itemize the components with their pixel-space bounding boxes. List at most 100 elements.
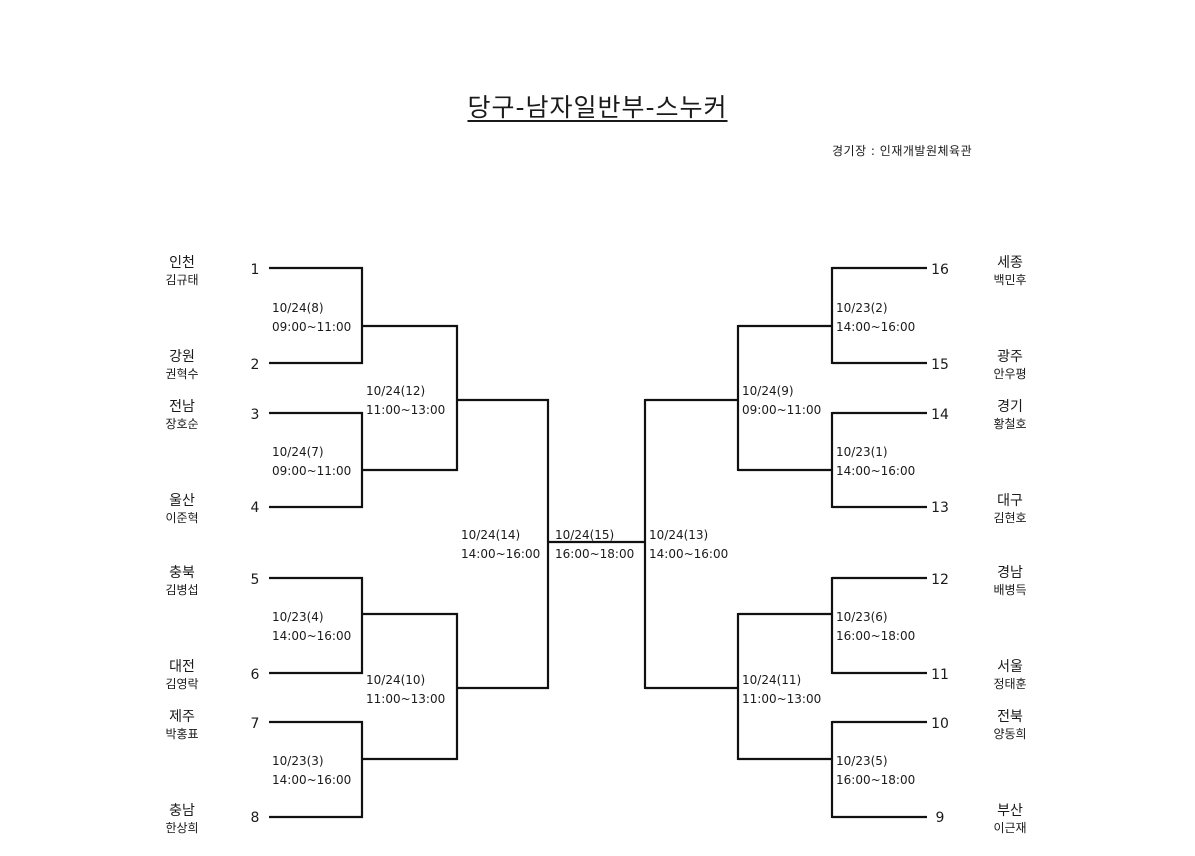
match-date: 10/24(8) bbox=[272, 301, 324, 315]
match-time: 16:00~18:00 bbox=[836, 629, 916, 643]
match-label-r-r1-a: 10/23(2)14:00~16:00 bbox=[836, 299, 915, 337]
seed-number: 13 bbox=[931, 500, 949, 516]
team-region: 대구 bbox=[997, 493, 1023, 509]
match-date: 10/23(4) bbox=[272, 610, 324, 624]
seed-number: 4 bbox=[250, 500, 260, 516]
match-label-l-semi: 10/24(14) 14:00~16:00 bbox=[461, 526, 540, 564]
match-time: 14:00~16:00 bbox=[649, 547, 729, 561]
seed-number: 14 bbox=[931, 407, 949, 423]
team-region: 충북 bbox=[169, 565, 195, 581]
match-label-final: 10/24(15) 16:00~18:00 bbox=[555, 526, 634, 564]
team-region: 광주 bbox=[997, 349, 1023, 365]
match-time: 11:00~13:00 bbox=[366, 692, 446, 706]
seed-number: 12 bbox=[931, 572, 949, 588]
match-date: 10/24(14) bbox=[461, 528, 521, 542]
match-date: 10/24(11) bbox=[742, 673, 802, 687]
match-time: 14:00~16:00 bbox=[461, 547, 541, 561]
match-label-r-semi: 10/24(13) 14:00~16:00 bbox=[649, 526, 728, 564]
match-label-l-r1-d: 10/23(3) 14:00~16:00 bbox=[272, 752, 351, 790]
match-date: 10/23(5) bbox=[836, 754, 888, 768]
team-region: 경기 bbox=[997, 399, 1023, 415]
match-date: 10/24(7) bbox=[272, 445, 324, 459]
match-time: 14:00~16:00 bbox=[836, 464, 916, 478]
seed-number: 8 bbox=[250, 810, 260, 826]
match-label-r-r2-top: 10/24(9) 09:00~11:00 bbox=[742, 382, 821, 420]
team-player: 백민후 bbox=[993, 273, 1027, 287]
seed-number: 15 bbox=[931, 357, 949, 373]
match-label-r-r1-b: 10/23(1) 14:00~16:00 bbox=[836, 443, 915, 481]
team-player: 박홍표 bbox=[165, 727, 199, 741]
match-date: 10/24(12) bbox=[366, 384, 426, 398]
match-label-r-r2-bot: 10/24(11) 11:00~13:00 bbox=[742, 671, 821, 709]
match-label-r-r1-d: 10/23(5) 16:00~18:00 bbox=[836, 752, 915, 790]
team-player: 장호순 bbox=[165, 417, 199, 431]
match-date: 10/23(6) bbox=[836, 610, 888, 624]
match-label-l-r2-bot: 10/24(10) 11:00~13:00 bbox=[366, 671, 445, 709]
team-player: 한상희 bbox=[165, 821, 199, 835]
seed-number: 2 bbox=[250, 357, 260, 373]
team-region: 세종 bbox=[997, 255, 1023, 271]
match-time: 16:00~18:00 bbox=[836, 773, 916, 787]
match-date: 10/23(1) bbox=[836, 445, 888, 459]
match-date: 10/24(13) bbox=[649, 528, 709, 542]
seed-number: 10 bbox=[931, 716, 949, 732]
match-time: 11:00~13:00 bbox=[742, 692, 822, 706]
match-date: 10/24(9) bbox=[742, 384, 794, 398]
team-region: 서울 bbox=[997, 659, 1023, 675]
title-text: 당구-남자일반부-스누커 bbox=[467, 93, 728, 122]
match-date: 10/23(3) bbox=[272, 754, 324, 768]
match-time: 09:00~11:00 bbox=[272, 320, 352, 334]
team-player: 김영락 bbox=[165, 677, 199, 691]
match-time: 14:00~16:00 bbox=[272, 629, 352, 643]
team-region: 전남 bbox=[169, 399, 195, 415]
match-time: 14:00~16:00 bbox=[272, 773, 352, 787]
match-time: 11:00~13:00 bbox=[366, 403, 446, 417]
seed-number: 5 bbox=[250, 572, 260, 588]
match-time: 09:00~11:00 bbox=[742, 403, 822, 417]
match-time: 16:00~18:00 bbox=[555, 547, 635, 561]
team-player: 정태훈 bbox=[993, 677, 1027, 691]
match-date: 10/24(15) bbox=[555, 528, 615, 542]
match-date: 10/23(2) bbox=[836, 301, 888, 315]
match-label-r-r1-c: 10/23(6) 16:00~18:00 bbox=[836, 608, 915, 646]
team-region: 충남 bbox=[169, 803, 195, 819]
team-region: 부산 bbox=[997, 803, 1023, 819]
team-player: 김현호 bbox=[993, 511, 1027, 525]
seed-number: 6 bbox=[250, 667, 260, 683]
team-player: 권혁수 bbox=[165, 367, 199, 381]
team-player: 김규태 bbox=[165, 273, 199, 287]
match-time: 09:00~11:00 bbox=[272, 464, 352, 478]
team-player: 배병득 bbox=[993, 583, 1027, 597]
match-label-l-r1-a: 10/24(8) 09:00~11:00 bbox=[272, 299, 351, 337]
team-player: 안우평 bbox=[993, 367, 1027, 381]
team-player: 이근재 bbox=[993, 821, 1027, 835]
team-region: 강원 bbox=[169, 349, 195, 365]
seed-number: 16 bbox=[931, 262, 949, 278]
seed-number: 11 bbox=[931, 667, 949, 683]
team-region: 전북 bbox=[997, 709, 1023, 725]
seed-number: 1 bbox=[250, 262, 260, 278]
seed-number: 3 bbox=[250, 407, 260, 423]
venue-label: 경기장 : 인재개발원체육관 bbox=[832, 144, 973, 158]
seed-number: 7 bbox=[250, 716, 260, 732]
page-title: 당구-남자일반부-스누커 bbox=[0, 88, 1195, 124]
team-player: 김병섭 bbox=[165, 583, 199, 597]
team-region: 울산 bbox=[169, 493, 195, 509]
match-date: 10/24(10) bbox=[366, 673, 426, 687]
